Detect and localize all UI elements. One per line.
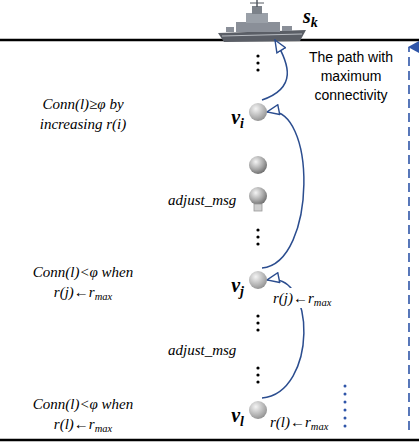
sensor-node: vj xyxy=(231,268,267,292)
message-arrow xyxy=(262,112,304,268)
dashed-path-arrow xyxy=(408,47,410,430)
ship-node: sk xyxy=(215,0,335,40)
sensor-node: vi xyxy=(231,100,267,124)
sensor-nodes xyxy=(249,156,267,211)
ship-illustration xyxy=(218,0,306,42)
node-name: vl xyxy=(231,405,244,425)
condition-note: r(j)←rmax xyxy=(271,288,333,308)
path-note: The path with maximum connectivity xyxy=(300,48,402,105)
node-name: sk xyxy=(303,6,318,26)
sensor-circle xyxy=(249,401,267,419)
edge-label: adjust_msg xyxy=(168,340,236,360)
condition-note: r(l)←rmax xyxy=(270,412,328,432)
sensor-circle xyxy=(249,271,267,289)
sensor-node: vl xyxy=(231,398,267,422)
node-name: vi xyxy=(231,107,244,127)
sea-surface-line xyxy=(0,39,419,42)
blue-dotted-line xyxy=(344,385,347,428)
condition-note: Conn(l)<φ when r(j)←rmax xyxy=(18,262,148,302)
condition-note: Conn(l)≥φ by increasing r(i) xyxy=(18,94,148,134)
condition-note: Conn(l)<φ when r(l)←rmax xyxy=(18,394,148,434)
node-name: vj xyxy=(231,275,244,295)
bottom-line xyxy=(0,439,419,442)
edge-label: adjust_msg xyxy=(168,190,236,210)
sensor-circle xyxy=(249,103,267,121)
message-arrow xyxy=(262,40,287,100)
